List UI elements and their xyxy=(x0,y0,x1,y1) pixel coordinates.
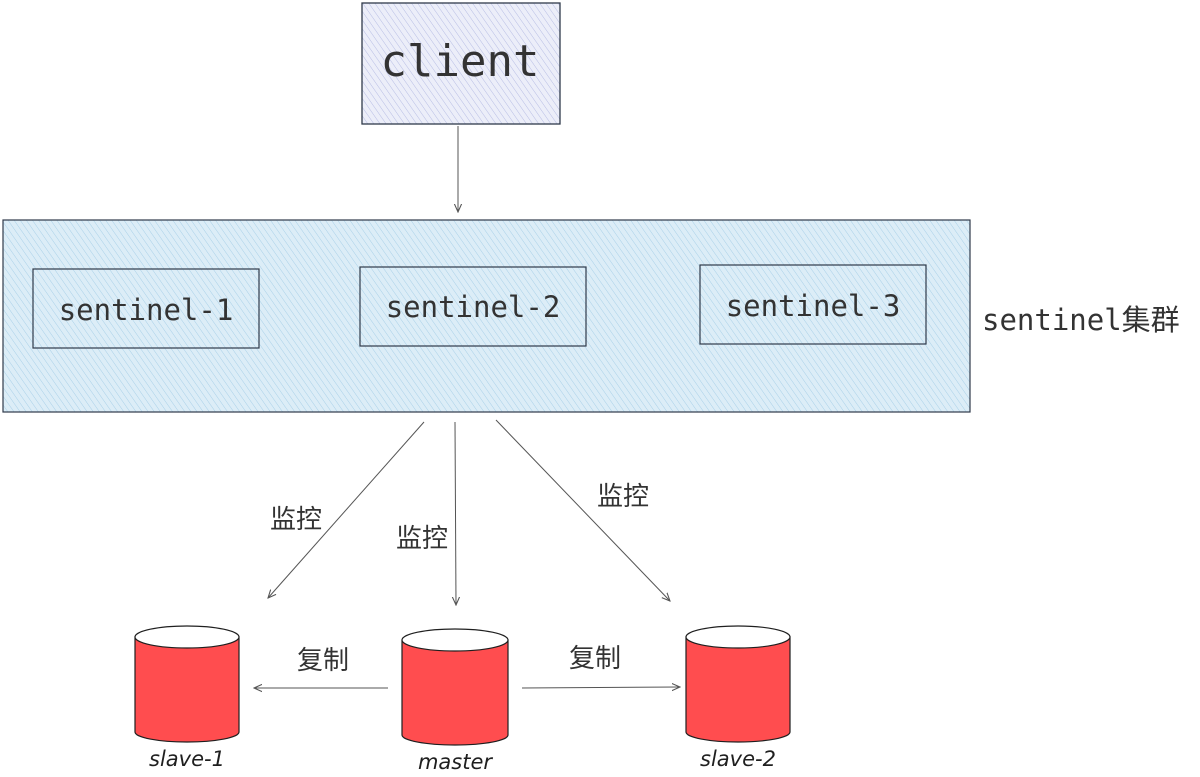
replicate-arrow-right xyxy=(521,687,680,688)
sentinel-1-node: sentinel-1 xyxy=(32,268,260,349)
monitor-arrow-left xyxy=(268,421,425,598)
sentinel-2-box xyxy=(359,266,587,347)
client-box xyxy=(361,2,561,125)
slave-1-db-top xyxy=(134,625,240,649)
slave-2-label: slave-2 xyxy=(700,747,776,771)
master-node: master xyxy=(401,628,509,774)
master-db-top xyxy=(401,628,509,652)
sentinel-3-label: sentinel-3 xyxy=(726,289,901,323)
slave-2-db-icon xyxy=(685,636,791,743)
monitor-arrow-center xyxy=(455,421,456,605)
replicate-label-left: 复制 xyxy=(297,646,349,676)
master-label: master xyxy=(418,750,493,774)
slave-2-node: slave-2 xyxy=(685,625,791,771)
replicate-label-right: 复制 xyxy=(569,644,621,674)
sentinel-2-label: sentinel-2 xyxy=(386,290,561,324)
slave-1-db-icon xyxy=(134,636,240,743)
sentinel-cluster-box xyxy=(2,219,971,413)
sentinel-1-label: sentinel-1 xyxy=(59,293,234,327)
slave-1-node: slave-1 xyxy=(134,625,240,771)
monitor-label-center: 监控 xyxy=(396,524,448,554)
monitor-arrow-right xyxy=(495,419,670,601)
master-db-icon xyxy=(401,639,509,746)
sentinel-3-node: sentinel-3 xyxy=(699,264,927,345)
monitor-label-right: 监控 xyxy=(597,482,649,512)
slave-1-label: slave-1 xyxy=(149,747,225,771)
client-node: client xyxy=(361,2,561,125)
sentinel-cluster: sentinel-1 sentinel-2 sentinel-3 xyxy=(2,219,971,413)
client-label: client xyxy=(381,36,540,87)
monitor-label-left: 监控 xyxy=(270,505,322,535)
sentinel-cluster-label: sentinel集群 xyxy=(982,303,1180,337)
sentinel-2-node: sentinel-2 xyxy=(359,266,587,347)
sentinel-3-box xyxy=(699,264,927,345)
sentinel-1-box xyxy=(32,268,260,349)
slave-2-db-top xyxy=(685,625,791,649)
